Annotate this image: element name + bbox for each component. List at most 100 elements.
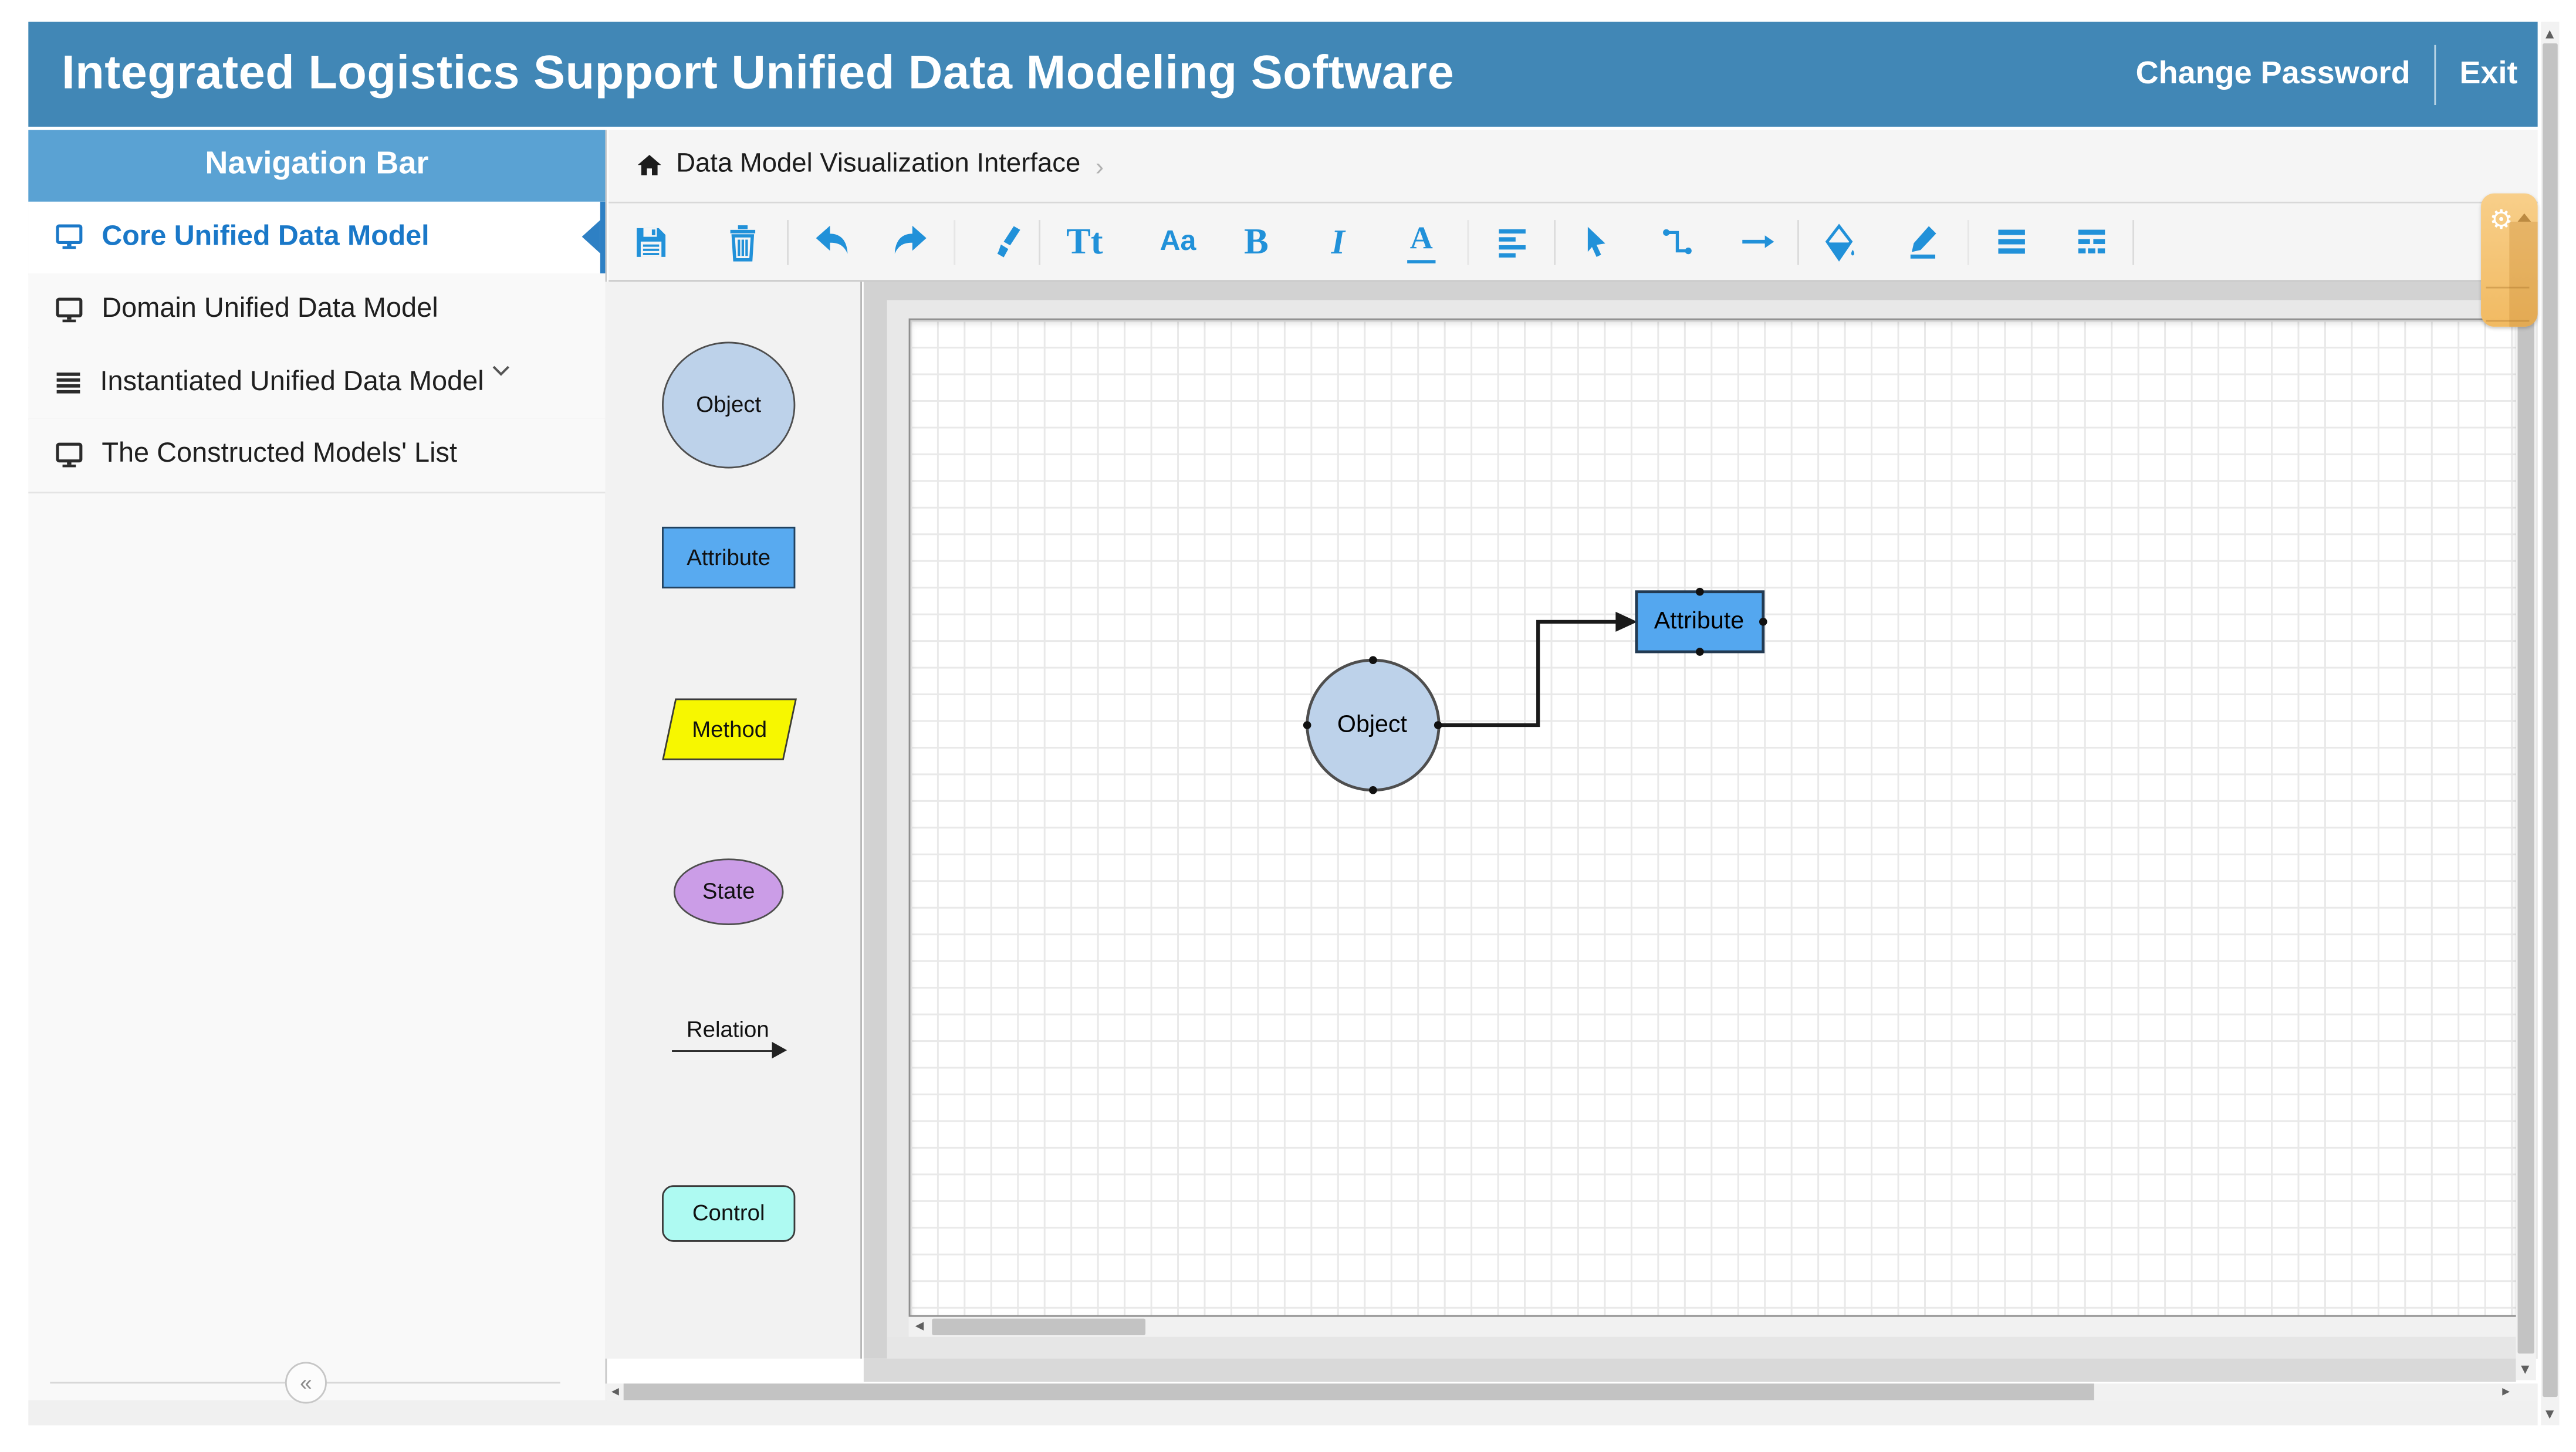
delete-button[interactable] [718, 216, 768, 266]
canvas-node-label: Attribute [1654, 608, 1745, 635]
sidebar-title: Navigation Bar [28, 129, 606, 201]
toolbar-separator [1966, 219, 1969, 265]
scroll-up-icon[interactable]: ▲ [2543, 24, 2557, 42]
anchor-dot[interactable] [1695, 587, 1703, 596]
monitor-icon [55, 296, 83, 323]
bold-button[interactable]: B [1244, 220, 1269, 262]
app-title: Integrated Logistics Support Unified Dat… [62, 46, 1455, 100]
font-button[interactable]: Tt [1066, 220, 1103, 262]
scrollbar-thumb[interactable] [931, 1318, 1145, 1335]
breadcrumb-label[interactable]: Data Model Visualization Interface [676, 150, 1081, 179]
sidebar-item-constructed-models-list[interactable]: The Constructed Models' List [28, 418, 606, 493]
palette-shape-object[interactable]: Object [662, 341, 796, 468]
anchor-dot[interactable] [1758, 618, 1767, 626]
shape-label: Object [696, 391, 762, 417]
canvas-h-scrollbar[interactable]: ◄ [908, 1316, 2516, 1336]
sidebar-item-label: The Constructed Models' List [102, 439, 458, 469]
underline-color-button[interactable]: A [1397, 216, 1446, 266]
line-style-button[interactable] [2067, 216, 2117, 266]
shape-label: State [702, 878, 755, 904]
palette-shape-state[interactable]: State [673, 857, 784, 925]
caret-up-icon [2517, 213, 2531, 222]
navigation-sidebar: Navigation Bar Core Unified Data Model D… [28, 129, 607, 1400]
anchor-dot[interactable] [1302, 721, 1311, 729]
active-item-marker [599, 201, 606, 273]
toolbar-separator [786, 219, 788, 265]
sidebar-item-label: Domain Unified Data Model [102, 293, 438, 324]
palette-shape-method[interactable]: Method [662, 698, 797, 760]
app-footer-strip [28, 1400, 2538, 1426]
undo-button[interactable] [806, 216, 856, 266]
sidebar-collapse-button[interactable]: « [285, 1362, 327, 1404]
scrollbar-thumb[interactable] [623, 1383, 2094, 1400]
gear-icon: ⚙ [2489, 207, 2513, 235]
pen-button[interactable] [1896, 216, 1946, 266]
shape-palette: Object Attribute Method State Relation C… [605, 280, 863, 1359]
toolbar-separator [1037, 219, 1040, 265]
anchor-dot[interactable] [1368, 656, 1377, 665]
canvas-node-attribute[interactable] [1634, 590, 1764, 654]
elbow-connector-button[interactable] [1651, 216, 1701, 266]
scroll-right-icon[interactable]: ► [2500, 1384, 2513, 1399]
canvas-v-scrollbar[interactable]: ▼ [2516, 318, 2536, 1380]
scroll-left-icon[interactable]: ◄ [608, 1384, 622, 1399]
palette-shape-relation[interactable]: Relation [668, 1014, 787, 1064]
scrollbar-thumb[interactable] [2517, 318, 2534, 1354]
collapse-icon: « [300, 1370, 312, 1396]
breadcrumb: Data Model Visualization Interface › [607, 129, 2538, 203]
anchor-dot[interactable] [1695, 648, 1703, 656]
relation-arrowhead-icon [772, 1041, 787, 1059]
sidebar-item-label: Instantiated Unified Data Model [100, 366, 484, 397]
settings-flap-shade [2509, 221, 2538, 327]
header-separator [2433, 44, 2436, 104]
palette-shape-attribute[interactable]: Attribute [662, 526, 796, 588]
toolbar-separator [2131, 219, 2134, 265]
shape-label: Relation [686, 1016, 769, 1041]
toolbar-separator [1796, 219, 1799, 265]
settings-flap-line [2486, 286, 2530, 289]
monitor-icon [55, 441, 83, 468]
content-h-scrollbar[interactable]: ◄ ► [605, 1383, 2538, 1400]
italic-button[interactable]: I [1331, 221, 1345, 261]
exit-link[interactable]: Exit [2459, 56, 2518, 91]
page-v-scrollbar[interactable]: ▲ ▼ [2541, 21, 2559, 1426]
save-button[interactable] [626, 216, 676, 266]
home-icon[interactable] [636, 153, 661, 177]
diagram-layer [1302, 587, 1767, 794]
app-header: Integrated Logistics Support Unified Dat… [28, 21, 2538, 127]
toolbar-separator [1466, 219, 1468, 265]
redo-button[interactable] [884, 216, 934, 266]
sidebar-item-instantiated-unified-data-model[interactable]: Instantiated Unified Data Model [28, 346, 606, 421]
editor-toolbar: Tt Aa B I A [607, 202, 2538, 282]
diagram-canvas[interactable]: Object Attribute [908, 318, 2517, 1317]
scroll-left-icon[interactable]: ◄ [912, 1317, 927, 1334]
sidebar-item-domain-unified-data-model[interactable]: Domain Unified Data Model [28, 273, 606, 348]
line-weight-button[interactable] [1987, 216, 2037, 266]
font-size-button[interactable]: Aa [1159, 225, 1196, 257]
connector-object-attribute[interactable] [1437, 620, 1617, 727]
fill-color-button[interactable] [1813, 216, 1863, 266]
toolbar-separator [1553, 219, 1555, 265]
change-password-link[interactable]: Change Password [2135, 56, 2411, 91]
canvas-footer-strip [887, 1336, 2516, 1359]
sidebar-item-label: Core Unified Data Model [102, 220, 430, 252]
connector-arrowhead [1614, 611, 1637, 632]
chevron-down-icon [492, 356, 511, 385]
chevron-right-icon: › [1095, 152, 1104, 181]
sidebar-item-core-unified-data-model[interactable]: Core Unified Data Model [28, 201, 606, 275]
format-brush-icon[interactable] [978, 216, 1027, 266]
select-pointer-button[interactable] [1570, 216, 1620, 266]
list-icon [55, 370, 82, 395]
scroll-down-icon[interactable]: ▼ [2518, 1359, 2533, 1377]
anchor-dot[interactable] [1368, 786, 1377, 794]
shape-label: Control [692, 1200, 765, 1226]
settings-panel-toggle[interactable]: ⚙ [2481, 193, 2538, 327]
straight-arrow-button[interactable] [1732, 216, 1781, 266]
align-button[interactable] [1486, 216, 1536, 266]
scrollbar-thumb[interactable] [2541, 43, 2558, 1397]
scroll-down-icon[interactable]: ▼ [2543, 1404, 2557, 1422]
header-actions: Change Password Exit [2136, 22, 2518, 127]
palette-shape-control[interactable]: Control [662, 1184, 796, 1241]
anchor-dot[interactable] [1433, 721, 1442, 729]
